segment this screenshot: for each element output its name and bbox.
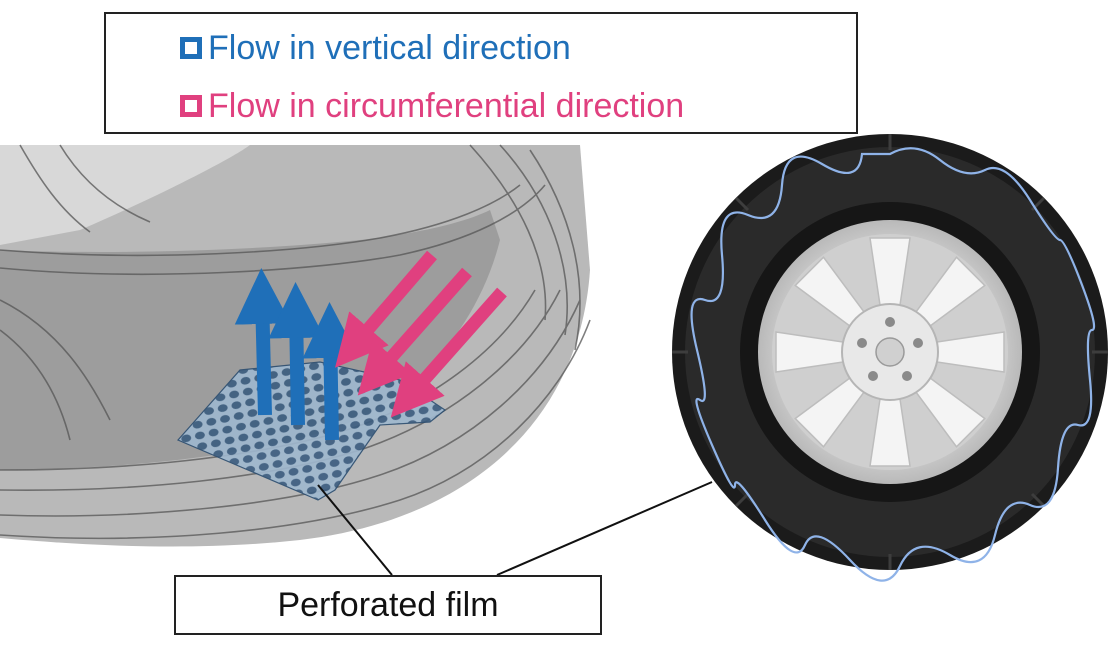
leader-line-tire	[496, 481, 713, 576]
circumferential-arrow-2	[357, 267, 472, 396]
blue-square-icon	[180, 37, 202, 59]
callout-label: Perforated film	[277, 585, 499, 624]
circumferential-arrow-3	[390, 287, 507, 418]
circumferential-flow-arrows	[335, 250, 507, 418]
perforated-film-callout: Perforated film	[174, 575, 602, 635]
legend: Flow in vertical direction Flow in circu…	[104, 12, 858, 134]
legend-item-vertical-flow: Flow in vertical direction	[180, 28, 571, 68]
perforated-film-wave	[690, 147, 1096, 582]
legend-circumferential-label: Flow in circumferential direction	[208, 87, 685, 125]
pink-square-icon	[180, 95, 202, 117]
vertical-arrow-2	[268, 282, 325, 426]
legend-vertical-label: Flow in vertical direction	[208, 29, 571, 67]
vertical-arrow-3	[302, 302, 359, 441]
legend-item-circumferential-flow: Flow in circumferential direction	[180, 86, 684, 126]
tire-wheel-illustration	[672, 134, 1108, 582]
circumferential-arrow-1	[335, 250, 437, 368]
vertical-arrow-1	[234, 268, 291, 416]
leader-line-film	[317, 484, 393, 576]
vertical-flow-arrows	[234, 268, 359, 441]
